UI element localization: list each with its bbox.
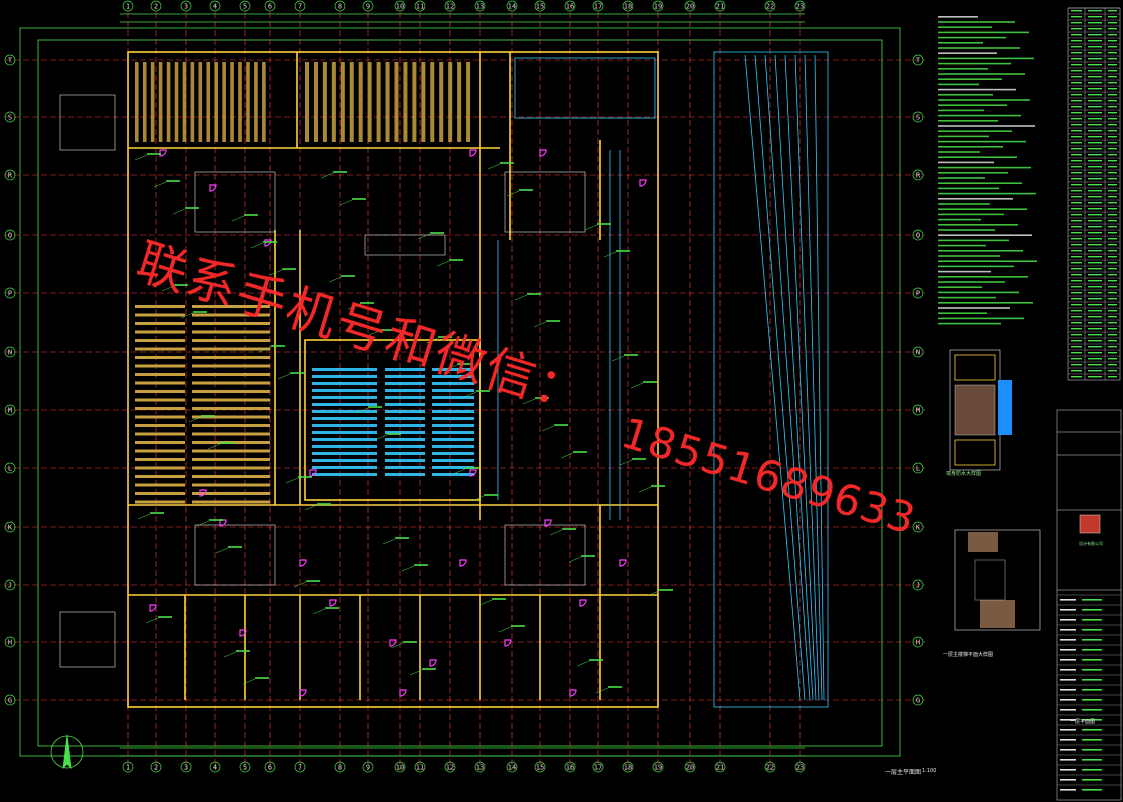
axis-letter-label: S — [8, 114, 12, 122]
north-arrow-icon — [50, 734, 84, 770]
axis-number-label: 6 — [268, 3, 272, 11]
company-name: 设计有限公司 — [1079, 541, 1103, 546]
bookshelves-north-center — [305, 62, 471, 142]
axis-letter-label: R — [8, 172, 13, 180]
axis-number-label: 3 — [184, 764, 188, 772]
axis-letter-label: T — [8, 57, 13, 65]
auditorium-seating — [312, 368, 474, 476]
axis-number-label: 2 — [154, 764, 158, 772]
axis-letter-label: N — [916, 349, 920, 357]
axis-letter-label: N — [8, 349, 12, 357]
axis-letter-label: K — [916, 524, 921, 532]
axis-number-label: 8 — [338, 3, 342, 11]
stair-detail — [954, 529, 1041, 631]
axis-number-label: 21 — [716, 764, 724, 772]
axis-number-label: 16 — [566, 764, 574, 772]
axis-letter-label: P — [916, 290, 920, 298]
axis-letter-label: R — [916, 172, 921, 180]
axis-number-label: 15 — [536, 3, 544, 11]
annotation-leaders — [134, 153, 673, 694]
door-symbols — [149, 149, 647, 697]
axis-number-label: 22 — [766, 3, 774, 11]
axis-letter-label: M — [8, 407, 12, 415]
axis-letter-label: H — [916, 639, 920, 647]
title-block-rows — [1057, 594, 1121, 791]
bookshelves-west — [135, 305, 270, 504]
axis-number-label: 10 — [396, 3, 404, 11]
axis-number-label: 11 — [416, 764, 424, 772]
axis-letter-label: J — [8, 582, 12, 590]
curtain-wall — [497, 51, 829, 708]
bookshelves-north-west — [135, 62, 266, 142]
axis-number-label: 1 — [126, 3, 130, 11]
schedule-table — [1067, 7, 1121, 381]
axis-number-label: 19 — [654, 764, 662, 772]
axis-number-label: 14 — [508, 764, 516, 772]
axis-number-label: 16 — [566, 3, 574, 11]
axis-number-label: 9 — [366, 3, 370, 11]
axis-number-label: 19 — [654, 3, 662, 11]
axis-letter-label: G — [916, 697, 920, 705]
axis-number-label: 20 — [686, 3, 694, 11]
axis-letter-label: Q — [8, 232, 12, 240]
axis-number-label: 23 — [796, 3, 804, 11]
drawing-scale: 1:100 — [922, 768, 937, 774]
axis-number-label: 7 — [298, 764, 302, 772]
axis-number-label: 12 — [446, 3, 454, 11]
axis-letter-label: T — [916, 57, 921, 65]
wall-detail — [949, 349, 1012, 471]
axis-number-label: 4 — [213, 764, 217, 772]
axis-number-label: 18 — [624, 3, 632, 11]
axis-number-label: 13 — [476, 3, 484, 11]
axis-letter-label: J — [916, 582, 920, 590]
axis-number-label: 23 — [796, 764, 804, 772]
sheet-name: 一层平面图 — [1070, 719, 1096, 725]
axis-number-label: 13 — [476, 764, 484, 772]
wall-detail-title: 墙身防水大样图 — [946, 471, 982, 477]
axis-number-label: 21 — [716, 3, 724, 11]
axis-letter-label: M — [916, 407, 920, 415]
building-walls — [127, 51, 659, 708]
axis-number-label: 6 — [268, 764, 272, 772]
axis-number-label: 20 — [686, 764, 694, 772]
dimension-frame — [19, 13, 901, 757]
axis-number-label: 17 — [594, 764, 602, 772]
axis-letter-label: Q — [916, 232, 920, 240]
axis-number-label: 4 — [213, 3, 217, 11]
axis-letter-label: H — [8, 639, 12, 647]
axis-number-label: 9 — [366, 764, 370, 772]
axis-letter-label: K — [8, 524, 13, 532]
axis-number-label: 22 — [766, 764, 774, 772]
axis-number-label: 10 — [396, 764, 404, 772]
axis-number-label: 5 — [243, 764, 247, 772]
axis-number-label: 17 — [594, 3, 602, 11]
axis-number-label: 15 — [536, 764, 544, 772]
axis-letter-label: L — [8, 465, 12, 473]
drawing-title: 一层主平面图 — [885, 769, 922, 776]
axis-number-label: 1 — [126, 764, 130, 772]
axis-number-label: 3 — [184, 3, 188, 11]
axis-number-label: 14 — [508, 3, 516, 11]
axis-number-label: 8 — [338, 764, 342, 772]
axis-letter-label: G — [8, 697, 12, 705]
axis-number-label: 12 — [446, 764, 454, 772]
axis-number-label: 7 — [298, 3, 302, 11]
axis-number-label: 18 — [624, 764, 632, 772]
axis-number-label: 2 — [154, 3, 158, 11]
axis-number-label: 11 — [416, 3, 424, 11]
stairs — [59, 94, 446, 668]
axis-letter-label: P — [8, 290, 12, 298]
axis-letter-label: L — [916, 465, 920, 473]
axis-number-label: 5 — [243, 3, 247, 11]
design-notes — [938, 16, 1037, 325]
stair-detail-title: 一层主楼梯平面大样图 — [943, 652, 994, 658]
toilet-cores — [194, 171, 586, 586]
axis-letter-label: S — [916, 114, 920, 122]
